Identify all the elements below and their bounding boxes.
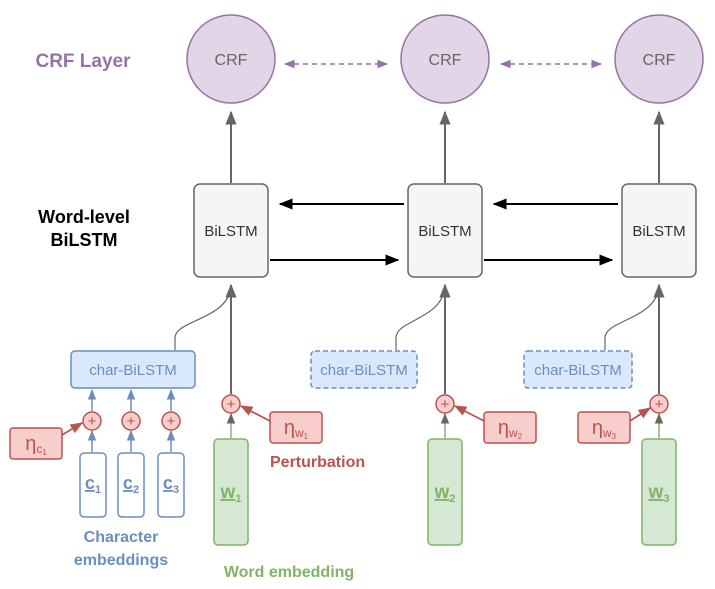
word-vector-label: w2: [434, 482, 456, 505]
crf-node: CRF: [186, 14, 276, 104]
char-bilstm-node: char-BiLSTM: [70, 350, 196, 389]
crf-nodes: CRF CRF CRF: [186, 14, 704, 104]
char-vector-c2: c2: [117, 452, 145, 518]
edge-char2-bilstm2: [395, 287, 448, 350]
noise-node-w1: ηw1: [269, 411, 323, 444]
word-vector-w3: w3: [641, 438, 677, 546]
bilstm-node-label: BiLSTM: [204, 223, 257, 240]
plus-symbol: +: [88, 413, 97, 430]
plus-symbol: +: [167, 413, 176, 430]
char-bilstm-node-dashed: char-BiLSTM: [310, 350, 418, 389]
char-vector-c3: c3: [157, 452, 185, 518]
edge-noise-w1-plus: [239, 405, 271, 422]
crf-node-label: CRF: [643, 52, 676, 69]
noise-nodes: ηc1 ηw1 ηw2 ηw3: [9, 411, 631, 460]
word-vector-w1: w1: [213, 438, 249, 546]
crf-node-label: CRF: [429, 52, 462, 69]
perturbation-label: Perturbation: [270, 454, 365, 471]
bilstm-node: BiLSTM: [621, 183, 697, 278]
plus-symbol: +: [655, 396, 664, 413]
plus-nodes: + + + + + +: [82, 394, 669, 431]
character-embeddings-label-line2: embeddings: [74, 552, 168, 569]
noise-node-w2: ηw2: [483, 411, 537, 444]
char-bilstm-label: char-BiLSTM: [89, 362, 177, 379]
plus-symbol: +: [441, 396, 450, 413]
char-vector-label: c3: [163, 473, 179, 496]
word-vector-label: w3: [648, 482, 670, 505]
character-embeddings-label-line1: Character: [84, 529, 159, 546]
word-level-bilstm-label-line2: BiLSTM: [51, 230, 118, 250]
word-vector-w2: w2: [427, 438, 463, 546]
word-vectors: w1 w2 w3: [213, 438, 677, 546]
noise-label: ηw2: [498, 417, 523, 441]
bilstm-node: BiLSTM: [407, 183, 483, 278]
edge-char3-bilstm3: [604, 287, 662, 350]
char-bilstm-label: char-BiLSTM: [534, 362, 622, 379]
noise-label: ηw3: [592, 417, 617, 441]
plus-node-c3: +: [161, 411, 181, 431]
plus-symbol: +: [127, 413, 136, 430]
crf-node-label: CRF: [215, 52, 248, 69]
noise-node-c1: ηc1: [9, 427, 63, 460]
char-vector-c1: c1: [79, 452, 107, 518]
bilstm-node-label: BiLSTM: [632, 223, 685, 240]
plus-node-c1: +: [82, 411, 102, 431]
crf-layer-label: CRF Layer: [35, 51, 131, 72]
word-embedding-label: Word embedding: [224, 564, 354, 581]
char-vectors: c1 c2 c3: [79, 452, 185, 518]
char-bilstm-nodes: char-BiLSTM char-BiLSTM char-BiLSTM: [70, 350, 633, 389]
bilstm-nodes: BiLSTM BiLSTM BiLSTM: [193, 183, 697, 278]
word-vector-label: w1: [220, 482, 242, 505]
plus-node-w3: +: [649, 394, 669, 414]
word-level-bilstm-label-line1: Word-level: [38, 207, 130, 227]
noise-label: ηw1: [284, 417, 309, 441]
char-bilstm-label: char-BiLSTM: [320, 362, 408, 379]
crf-node: CRF: [400, 14, 490, 104]
char-bilstm-node-dashed: char-BiLSTM: [523, 350, 633, 389]
plus-node-c2: +: [121, 411, 141, 431]
char-vector-label: c1: [85, 473, 101, 496]
edge-noise-c1-plus: [61, 422, 84, 436]
char-vector-label: c2: [123, 473, 139, 496]
noise-label: ηc1: [25, 433, 47, 457]
plus-node-w2: +: [435, 394, 455, 414]
bilstm-node-label: BiLSTM: [418, 223, 471, 240]
edge-noise-w3-plus: [629, 407, 652, 422]
edge-char1-bilstm1: [174, 287, 234, 350]
connectors: [61, 59, 665, 452]
bilstm-node: BiLSTM: [193, 183, 269, 278]
edge-noise-w2-plus: [453, 405, 485, 422]
noise-node-w3: ηw3: [577, 411, 631, 444]
plus-symbol: +: [227, 396, 236, 413]
plus-node-w1: +: [221, 394, 241, 414]
crf-node: CRF: [614, 14, 704, 104]
